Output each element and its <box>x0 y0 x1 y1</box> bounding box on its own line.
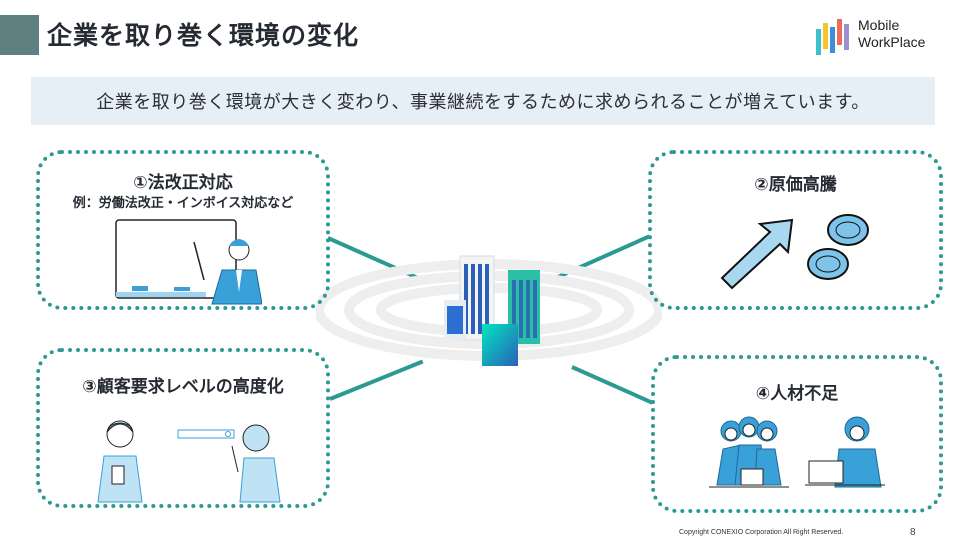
card-customer-demands: ③顧客要求レベルの高度化 <box>36 348 330 508</box>
card-law-revision: ①法改正対応 例：労働法改正・インボイス対応など <box>36 150 330 310</box>
title-accent-square <box>0 15 39 55</box>
logo-text: Mobile WorkPlace <box>858 17 925 51</box>
busy-staff-icon <box>709 416 885 488</box>
card-subtitle: 例：労働法改正・インボイス対応など <box>72 196 294 211</box>
card-cost-surge: ②原価高騰 <box>648 150 943 310</box>
office-buildings-icon <box>316 255 662 366</box>
presenter-whiteboard-icon <box>115 219 262 305</box>
customers-searching-icon <box>97 420 281 503</box>
card-title: ④人材不足 <box>755 384 839 404</box>
summary-banner: 企業を取り巻く環境が大きく変わり、事業継続をするために求められることが増えていま… <box>31 77 935 125</box>
page-title: 企業を取り巻く環境の変化 <box>47 21 360 50</box>
page-number: 8 <box>910 527 916 538</box>
card-labor-shortage: ④人材不足 <box>651 355 943 513</box>
card-title: ①法改正対応 <box>133 173 233 193</box>
rising-arrow-coins-icon <box>720 214 869 290</box>
mobile-workplace-logo-icon <box>816 19 849 55</box>
card-title: ③顧客要求レベルの高度化 <box>82 377 284 397</box>
mobile-workplace-logo: Mobile WorkPlace <box>814 15 944 59</box>
copyright-text: Copyright CONEXIO Corporation All Right … <box>679 529 844 536</box>
logo-line-2: WorkPlace <box>858 34 926 50</box>
connector-line <box>571 365 654 405</box>
banner-text: 企業を取り巻く環境が大きく変わり、事業継続をするために求められることが増えていま… <box>96 92 870 113</box>
card-title: ②原価高騰 <box>754 175 837 195</box>
logo-line-1: Mobile <box>858 17 900 33</box>
